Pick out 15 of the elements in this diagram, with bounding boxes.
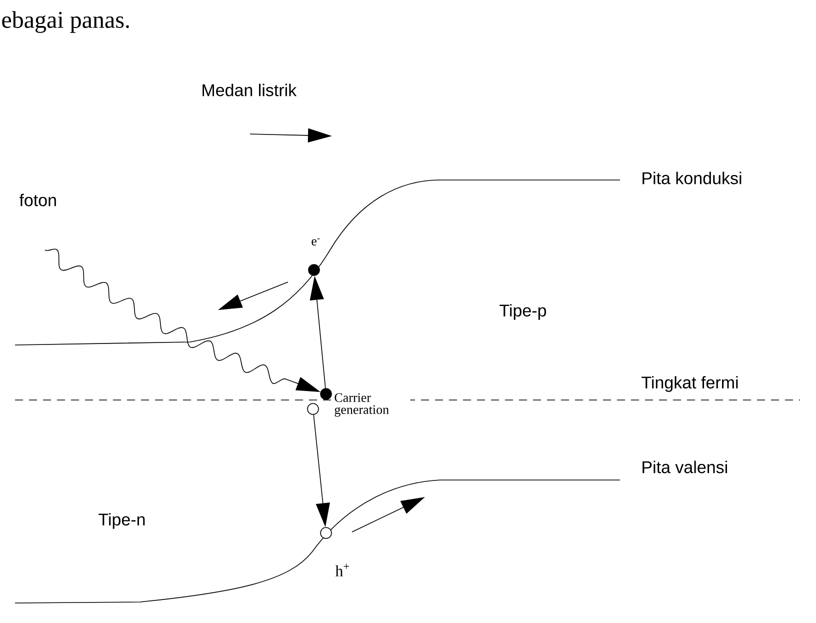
page-text: ebagai panas. — [2, 11, 129, 33]
level-label: Tingkat fermi — [642, 376, 738, 392]
region-label: Tipe-n — [98, 513, 145, 529]
carrier-dot — [307, 403, 319, 415]
carrier-dot — [308, 264, 320, 276]
field-label: Medan listrik — [202, 84, 297, 96]
band-label: Pita konduksi — [642, 172, 742, 184]
carrier-label: h$^{+}$ — [335, 564, 349, 576]
carrier-dot — [320, 527, 332, 539]
carrier-dot — [320, 388, 332, 400]
photon-label: foton — [19, 194, 56, 206]
carrier-label: e$^{-}$ — [312, 238, 320, 246]
carrier-label: Carrier generation — [333, 392, 410, 418]
region-label: Tipe-p — [500, 304, 546, 320]
band-label: Pita valensi — [642, 460, 727, 474]
